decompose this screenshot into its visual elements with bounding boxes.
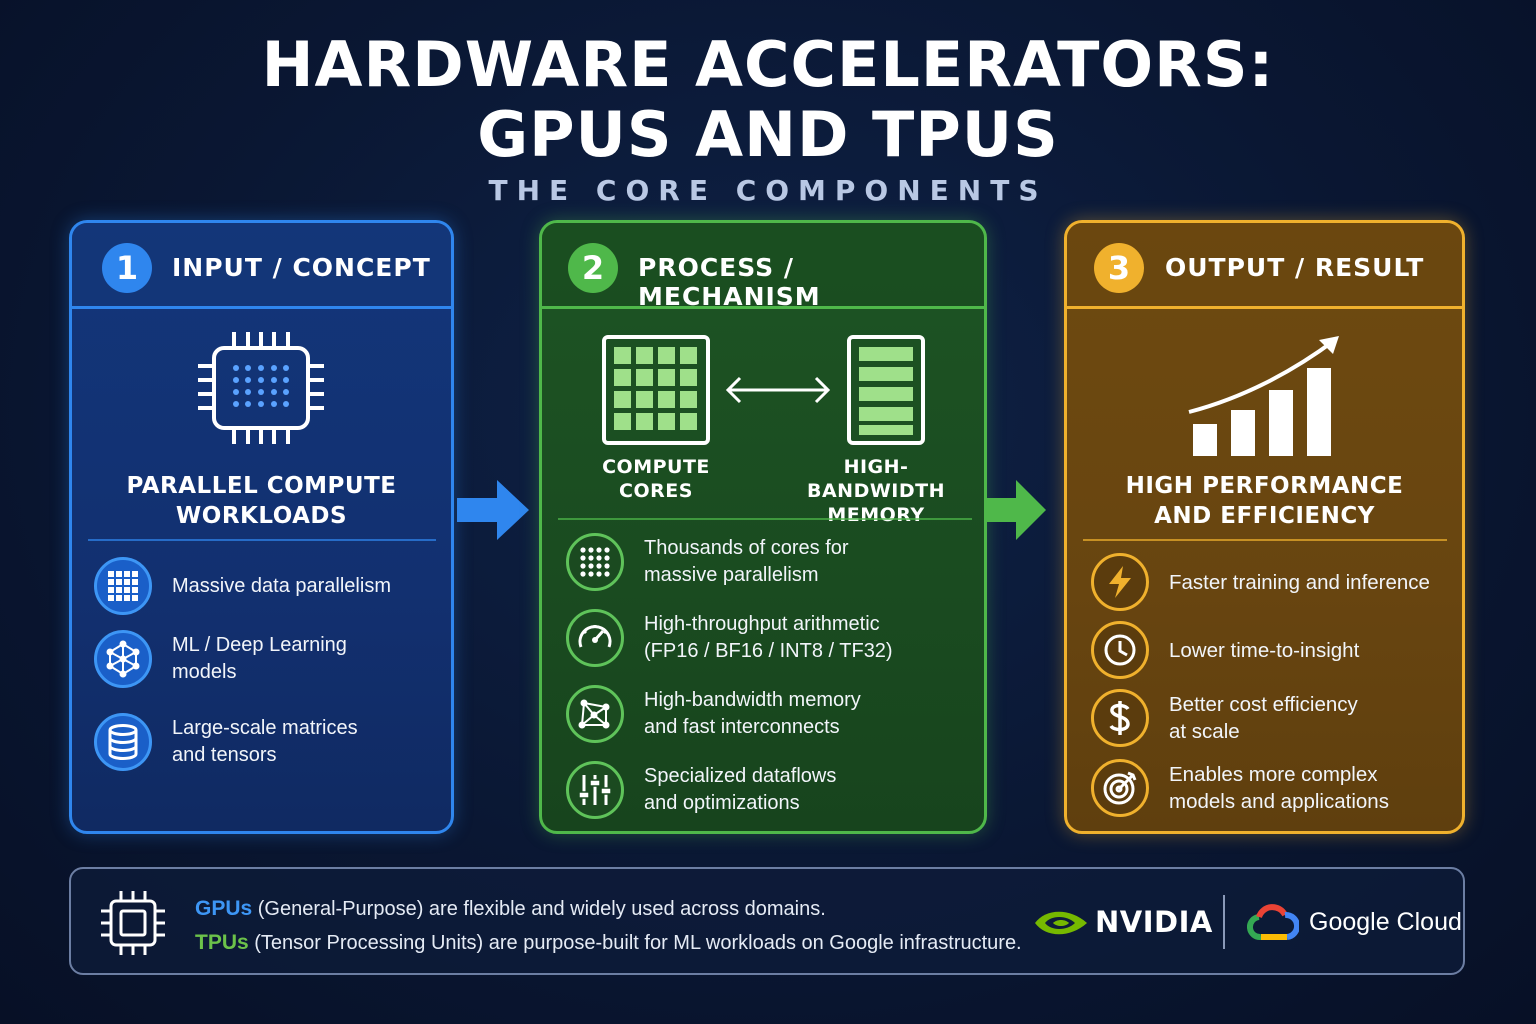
list-item: Thousands of cores for massive paralleli… [566, 533, 849, 591]
panel-heading: HIGH PERFORMANCE AND EFFICIENCY [1125, 473, 1404, 529]
panel-title: PROCESS / MECHANISM [638, 253, 821, 311]
page-title-line2: GPUS AND TPUS [477, 98, 1059, 171]
panel-header: 1 INPUT / CONCEPT [72, 223, 451, 309]
list-item: High-bandwidth memory and fast interconn… [566, 685, 861, 743]
clock-icon [1091, 621, 1149, 679]
list-item: Lower time-to-insight [1091, 621, 1359, 679]
step-number: 1 [102, 243, 152, 293]
panel-header: 3 OUTPUT / RESULT [1067, 223, 1462, 309]
list-item: Faster training and inference [1091, 553, 1430, 611]
panel-title: INPUT / CONCEPT [172, 253, 431, 282]
divider [1223, 895, 1225, 949]
panel-header: 2 PROCESS / MECHANISM [542, 223, 984, 311]
memory-label: HIGH-BANDWIDTH MEMORY [806, 456, 946, 526]
step-number: 3 [1094, 243, 1144, 293]
lightning-icon [1091, 553, 1149, 611]
compute-cores-icon [602, 335, 710, 445]
tpu-description: TPUs (Tensor Processing Units) are purpo… [195, 931, 1022, 954]
list-item: High-throughput arithmetic (FP16 / BF16 … [566, 609, 893, 667]
list-item: Better cost efficiency at scale [1091, 689, 1358, 747]
list-item: Massive data parallelism [94, 557, 391, 615]
divider [558, 518, 972, 520]
processor-icon [101, 891, 165, 955]
divider [88, 539, 436, 541]
bidirectional-arrow-icon [725, 376, 831, 404]
list-item: ML / Deep Learning models [94, 630, 347, 688]
memory-stack-icon [847, 335, 925, 445]
step-number: 2 [568, 243, 618, 293]
page-subtitle: THE CORE COMPONENTS [488, 174, 1048, 207]
google-cloud-logo-icon [1247, 904, 1299, 941]
growth-chart-icon [1188, 336, 1339, 456]
list-item: Specialized dataflows and optimizations [566, 761, 836, 819]
divider [1083, 539, 1447, 541]
panel-output-result: 3 OUTPUT / RESULT HIGH PERFORMANCE AND E… [1064, 220, 1465, 834]
target-icon [1091, 759, 1149, 817]
chip-icon [198, 332, 324, 444]
nvidia-logo-icon [1035, 911, 1087, 935]
gauge-icon [566, 609, 624, 667]
grid-icon [94, 557, 152, 615]
arrow-right-icon [457, 480, 529, 540]
neural-network-icon [94, 630, 152, 688]
panel-title: OUTPUT / RESULT [1165, 253, 1425, 282]
arrow-right-icon [986, 480, 1046, 540]
sliders-icon [566, 761, 624, 819]
panel-process-mechanism: 2 PROCESS / MECHANISM COMPUTE CORES HIGH… [539, 220, 987, 834]
panel-input-concept: 1 INPUT / CONCEPT PARALLEL COMPUTE WORKL… [69, 220, 454, 834]
page-title-line1: HARDWARE ACCELERATORS: [261, 28, 1275, 101]
database-icon [94, 713, 152, 771]
dot-grid-icon [566, 533, 624, 591]
gpu-description: GPUs (General-Purpose) are flexible and … [195, 897, 826, 920]
footer-summary: GPUs (General-Purpose) are flexible and … [69, 867, 1465, 975]
network-icon [566, 685, 624, 743]
dollar-icon [1091, 689, 1149, 747]
list-item: Large-scale matrices and tensors [94, 713, 358, 771]
panel-heading: PARALLEL COMPUTE WORKLOADS [126, 473, 397, 529]
google-cloud-logo-text: Google Cloud [1309, 908, 1462, 936]
compute-cores-label: COMPUTE CORES [602, 456, 710, 502]
nvidia-logo-text: NVIDIA [1095, 905, 1213, 939]
list-item: Enables more complex models and applicat… [1091, 759, 1389, 817]
